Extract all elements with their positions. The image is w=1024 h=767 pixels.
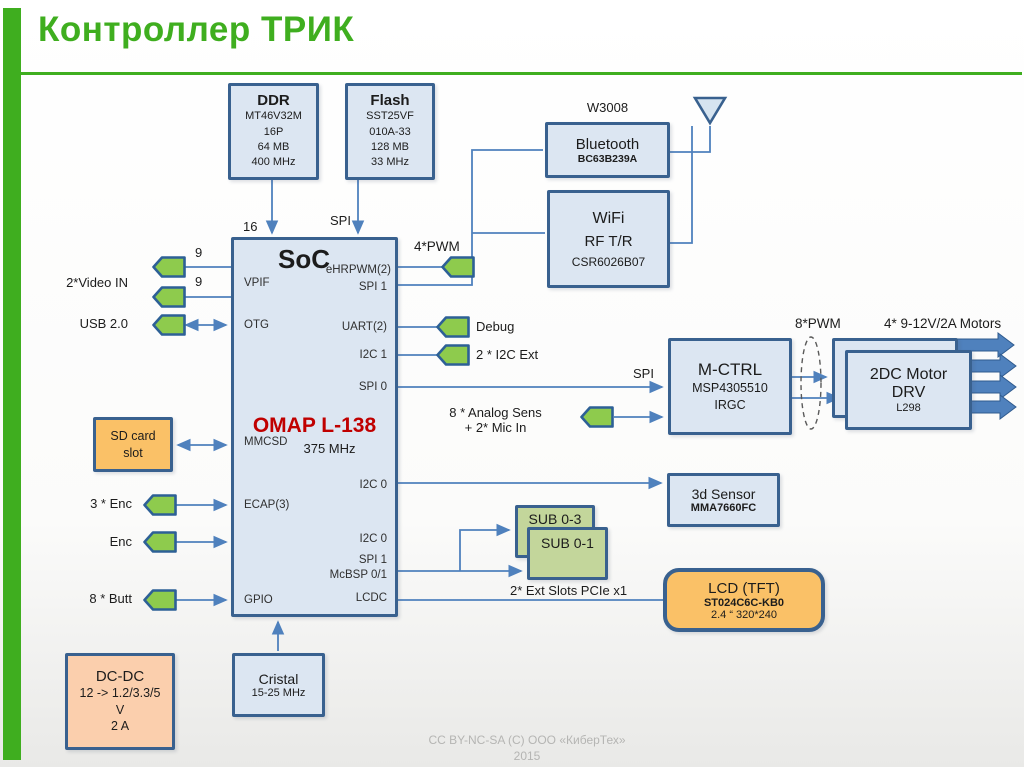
ext-slots-label: 2* Ext Slots PCIe x1 [510,583,628,598]
sensor-3d-box: 3d Sensor MMA7660FC [667,473,780,527]
cable-bundle-ellipse [800,336,822,430]
soc-pin-ehrpwm: eHRPWM(2) [325,264,391,276]
ddr-box: DDR MT46V32M 16P 64 MB 400 MHz [228,83,319,180]
pwm8-label: 8*PWM [795,316,841,331]
soc-frequency: 375 MHz [303,441,356,456]
wifi-title: WiFi [592,209,625,227]
soc-pin-mmcsd: MMCSD [244,436,288,448]
soc-pin-vpif: VPIF [244,277,270,289]
port-icon-video-in-2 [152,286,186,308]
lcd-title: LCD (TFT) [708,579,780,597]
analog-sens-label: 8 * Analog Sens + 2* Mic In [449,405,542,435]
antenna-icon [692,96,728,126]
copyright-footer: CC BY-NC-SA (C) ООО «КиберТех» 2015 [362,733,692,764]
butt8-label: 8 * Butt [89,591,132,606]
copyright-line2: 2015 [513,748,541,763]
spi-right-label: SPI [633,366,654,381]
video-in-label: 2*Video IN [66,275,128,290]
soc-pin-spi0: SPI 0 [358,381,387,393]
soc-pin-i2c0-a: I2C 0 [359,479,388,491]
pwm4-label: 4*PWM [414,239,460,254]
bluetooth-module-tag: W3008 [586,100,629,115]
bus-width-9-bottom-label: 9 [195,274,203,289]
port-icon-enc [143,531,177,553]
port-icon-pwm4 [441,256,475,278]
lcd-box: LCD (TFT) ST024C6C-KB0 2.4 “ 320*240 [663,568,825,632]
bus-width-9-top-label: 9 [195,245,203,260]
flash-title: Flash [370,92,410,110]
enc-label: Enc [109,534,132,549]
ddr-title: DDR [257,92,290,110]
bluetooth-box: Bluetooth BC63B239A [545,122,670,178]
dc-dc-box: DC-DC 12 -> 1.2/3.3/5 V 2 A [65,653,175,750]
sensor3d-title: 3d Sensor [691,486,756,502]
soc-pin-lcdc: LCDC [355,592,387,604]
i2c-ext-label: 2 * I2C Ext [476,347,539,362]
soc-pin-otg: OTG [244,319,269,331]
enc3-label: 3 * Enc [90,496,132,511]
m-ctrl-box: M-CTRL MSP4305510 IRGC [668,338,792,435]
port-icon-enc3 [143,494,177,516]
sub-0-1-box: SUB 0-1 [527,527,608,580]
motor-drv-title: 2DC Motor [869,366,948,383]
port-icon-i2c-ext [436,344,470,366]
slide-accent-bar [3,8,21,760]
port-icon-debug [436,316,470,338]
page-title: Контроллер ТРИК [38,10,355,49]
soc-pin-spi1-top: SPI 1 [358,281,387,293]
flash-box: Flash SST25VF 010A-33 128 MB 33 MHz [345,83,435,180]
debug-label: Debug [476,319,515,334]
usb-label: USB 2.0 [79,316,128,331]
soc-pin-ecap: ECAP(3) [244,499,290,511]
port-icon-analog-sens [580,406,614,428]
soc-pin-spi1-bottom: SPI 1 [358,554,387,566]
sd-card-slot-box: SD card slot [93,417,173,472]
soc-pin-i2c0-b: I2C 0 [359,533,388,545]
title-underline [21,72,1022,75]
bus-spi-label: SPI [330,213,351,228]
port-icon-butt8 [143,589,177,611]
soc-pin-uart: UART(2) [341,321,387,333]
dcdc-title: DC-DC [95,667,145,685]
copyright-line1: CC BY-NC-SA (C) ООО «КиберТех» [428,733,626,747]
port-icon-usb [152,314,186,336]
mctrl-title: M-CTRL [697,359,763,379]
port-icon-video-in-1 [152,256,186,278]
soc-pin-i2c1: I2C 1 [359,349,388,361]
cristal-box: Cristal 15-25 MHz [232,653,325,717]
bluetooth-title: Bluetooth [575,135,640,153]
soc-pin-gpio: GPIO [244,594,273,606]
soc-title: SoC [278,244,330,274]
bus-width-16-label: 16 [243,219,258,234]
soc-pin-mcbsp: McBSP 0/1 [329,569,387,581]
wifi-box: WiFi RF T/R CSR6026B07 [547,190,670,288]
soc-chip-name: OMAP L-138 [252,414,377,437]
soc-box: SoC eHRPWM(2) VPIF OTG MMCSD ECAP(3) GPI… [231,237,398,617]
motors-label: 4* 9-12V/2A Motors [884,316,1002,331]
cristal-title: Cristal [258,671,299,687]
motor-drv-box: 2DC Motor DRV L298 [845,350,972,430]
